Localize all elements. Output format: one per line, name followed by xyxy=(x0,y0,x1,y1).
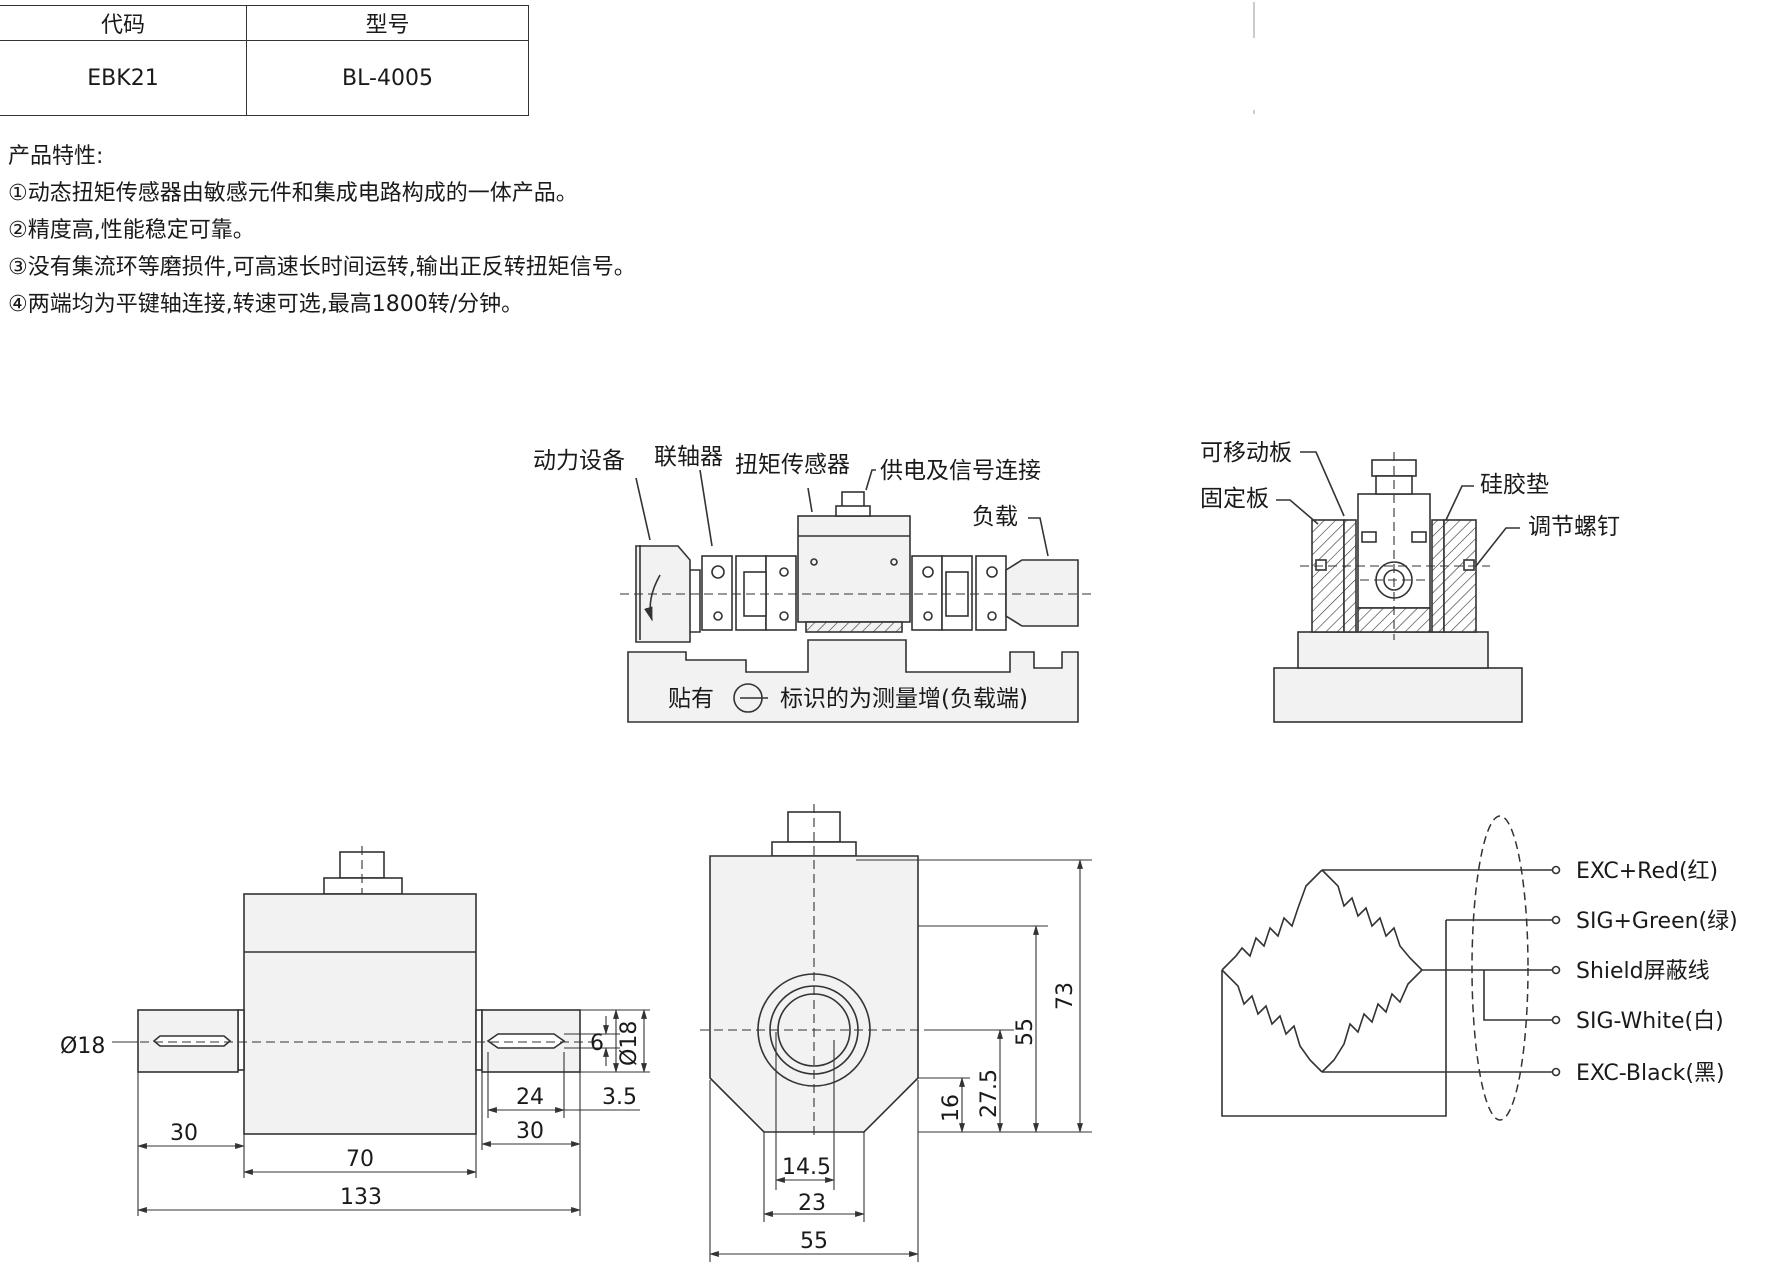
dim-d27-5: 27.5 xyxy=(977,1069,1002,1118)
mount-base xyxy=(1273,667,1523,723)
label-movable-plate: 可移动板 xyxy=(1200,440,1292,466)
mounting-diagram: 可移动板 固定板 硅胶垫 调节螺钉 xyxy=(1200,440,1620,723)
spec-table: 代码 型号 EBK21 BL-4005 xyxy=(0,5,529,116)
load-device xyxy=(1005,559,1079,627)
installation-diagram: 动力设备 联轴器 扭矩传感器 供电及信号连接 负载 贴有 标识的为测量增(负载端… xyxy=(533,444,1092,723)
dim-height-total: 73 xyxy=(1053,982,1078,1010)
features-title: 产品特性: xyxy=(8,144,104,169)
note-prefix: 贴有 xyxy=(668,686,714,712)
dim-shaft-left: 30 xyxy=(170,1121,198,1146)
right-coupling xyxy=(911,555,943,631)
dim-width: 55 xyxy=(800,1229,828,1254)
front-view-drawing: Ø18 30 30 70 133 24 3.5 6 Ø18 xyxy=(60,846,650,1216)
dim-key-length: 24 xyxy=(516,1085,544,1110)
label-silicone-pad: 硅胶垫 xyxy=(1480,472,1549,498)
wire-label-exc-minus: EXC-Black(黑) xyxy=(1576,1061,1725,1086)
table-cell-code: EBK21 xyxy=(0,40,247,116)
label-load: 负载 xyxy=(972,504,1018,530)
table-row: EBK21 BL-4005 xyxy=(0,40,529,116)
features-section: 产品特性: ①动态扭矩传感器由敏感元件和集成电路构成的一体产品。 ②精度高,性能… xyxy=(8,138,636,323)
label-power-device: 动力设备 xyxy=(533,448,625,474)
wire-label-sig-plus: SIG+Green(绿) xyxy=(1576,909,1738,934)
wire-label-sig-minus: SIG-White(白) xyxy=(1576,1009,1724,1034)
mounting-base xyxy=(627,639,1079,723)
feature-item: ④两端均为平键轴连接,转速可选,最高1800转/分钟。 xyxy=(8,292,524,317)
note-suffix: 标识的为测量增(负载端) xyxy=(780,686,1028,712)
dim-total: 133 xyxy=(340,1185,382,1210)
table-header-code: 代码 xyxy=(0,5,247,41)
dim-shaft-dia-left: Ø18 xyxy=(60,1034,105,1059)
label-fixed-plate: 固定板 xyxy=(1200,486,1269,512)
table-cell-model: BL-4005 xyxy=(246,40,529,116)
label-torque-sensor: 扭矩传感器 xyxy=(735,452,850,478)
dim-shaft-right: 30 xyxy=(516,1119,544,1144)
feature-item: ③没有集流环等磨损件,可高速长时间运转,输出正反转扭矩信号。 xyxy=(8,255,636,280)
wiring-diagram: EXC+Red(红) SIG+Green(绿) Shield屏蔽线 SIG-Wh… xyxy=(1221,815,1738,1121)
feature-item: ①动态扭矩传感器由敏感元件和集成电路构成的一体产品。 xyxy=(8,181,578,206)
table-header-row: 代码 型号 xyxy=(0,5,529,41)
dim-center-height: 55 xyxy=(1013,1018,1038,1046)
label-coupling: 联轴器 xyxy=(654,444,723,470)
dim-d16: 16 xyxy=(939,1094,964,1122)
label-adjust-screw: 调节螺钉 xyxy=(1528,514,1620,540)
dim-key-offset: 3.5 xyxy=(602,1085,637,1110)
feature-item: ②精度高,性能稳定可靠。 xyxy=(8,218,255,243)
shield-ellipse xyxy=(1471,815,1529,1121)
table-header-model: 型号 xyxy=(246,5,529,41)
torque-sensor xyxy=(797,515,911,623)
label-power-signal: 供电及信号连接 xyxy=(880,458,1041,484)
wire-label-exc-plus: EXC+Red(红) xyxy=(1576,859,1718,884)
wire-label-shield: Shield屏蔽线 xyxy=(1576,959,1710,984)
side-view-drawing: 14.5 23 55 73 55 27.5 16 xyxy=(700,804,1092,1262)
sensor-body-front xyxy=(243,893,477,1135)
dim-d14-5: 14.5 xyxy=(782,1155,831,1180)
dim-d23: 23 xyxy=(798,1191,826,1216)
dim-key-width: 6 xyxy=(590,1031,604,1056)
dim-body: 70 xyxy=(346,1147,374,1172)
left-coupling xyxy=(701,555,733,631)
dim-shaft-dia-right: Ø18 xyxy=(617,1021,642,1066)
